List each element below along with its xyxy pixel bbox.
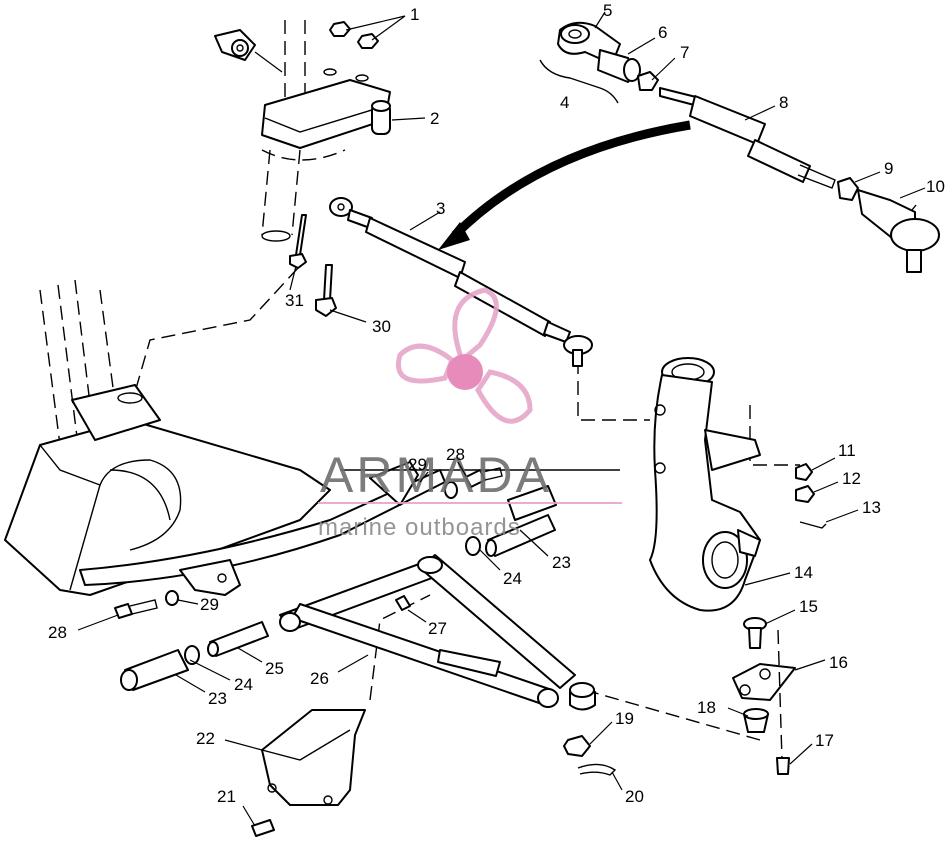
callout-26: 26: [310, 669, 329, 688]
tie-rod-assembled: [329, 197, 593, 367]
callout-4: 4: [560, 93, 569, 112]
callout-10: 10: [926, 177, 945, 196]
frame: [4, 279, 620, 596]
callout-12: 12: [842, 469, 861, 488]
callout-6: 6: [658, 23, 667, 42]
ball-joint-hardware: [732, 617, 796, 775]
callout-18: 18: [697, 698, 716, 717]
callout-17: 17: [815, 731, 834, 750]
callout-9: 9: [884, 159, 893, 178]
callout-14: 14: [794, 563, 813, 582]
steering-knuckle: [649, 357, 761, 612]
callout-23-lower: 23: [208, 689, 227, 708]
assembly-path-arm: [369, 594, 431, 701]
callout-11: 11: [838, 441, 856, 460]
skid-plate: [251, 709, 366, 837]
bolt-30: [315, 264, 337, 317]
tie-rod-end-assembly: [539, 21, 940, 273]
callout-3: 3: [436, 199, 445, 218]
callout-16: 16: [829, 653, 848, 672]
a-arm: [279, 554, 596, 711]
callout-25: 25: [265, 659, 284, 678]
assembly-path-31: [134, 267, 299, 393]
callout-7: 7: [680, 43, 689, 62]
callout-13: 13: [862, 498, 881, 517]
knuckle-hardware: [795, 463, 827, 529]
callout-28-lower: 28: [48, 623, 67, 642]
callout-28-upper: 28: [446, 445, 465, 464]
callout-27: 27: [428, 619, 447, 638]
propeller-logo: [396, 287, 533, 424]
watermark-tagline: marine outboards: [318, 514, 521, 541]
pivot-bolts: [114, 467, 503, 619]
callout-22: 22: [196, 729, 215, 748]
callout-8: 8: [779, 93, 788, 112]
bolt-31: [289, 214, 307, 269]
assembly-path-tierod: [577, 360, 650, 421]
callout-5: 5: [603, 1, 612, 20]
callout-29-upper: 29: [408, 455, 427, 474]
watermark-brand: ARMADA: [320, 447, 552, 503]
callout-23-upper: 23: [552, 553, 571, 572]
callout-19: 19: [615, 709, 634, 728]
callout-21: 21: [217, 787, 236, 806]
armada-watermark: ARMADA marine outboards: [318, 287, 622, 541]
callout-15: 15: [799, 597, 818, 616]
callout-30: 30: [372, 317, 391, 336]
pivot-tubes: [120, 481, 557, 691]
tie-rod-end-upper-left: [214, 29, 283, 73]
install-direction-arrow: [438, 120, 691, 250]
leader-lines: [77, 11, 926, 827]
callout-2: 2: [430, 109, 439, 128]
callout-29-lower: 29: [200, 595, 219, 614]
callouts: 1 2 3 4 5 6 7 8 9 10 11 12 13 14 15 16 1…: [48, 1, 945, 806]
nut-pair: [329, 21, 379, 49]
callout-24-lower: 24: [234, 675, 253, 694]
castle-nut-and-cotter: [563, 735, 617, 776]
callout-24-upper: 24: [503, 569, 522, 588]
steering-post: [261, 20, 391, 242]
assembly-path-balljoint: [584, 689, 761, 741]
callout-31: 31: [285, 291, 304, 310]
callout-20: 20: [625, 787, 644, 806]
callout-1: 1: [410, 5, 419, 24]
assembly-path-knuckle: [749, 405, 800, 466]
